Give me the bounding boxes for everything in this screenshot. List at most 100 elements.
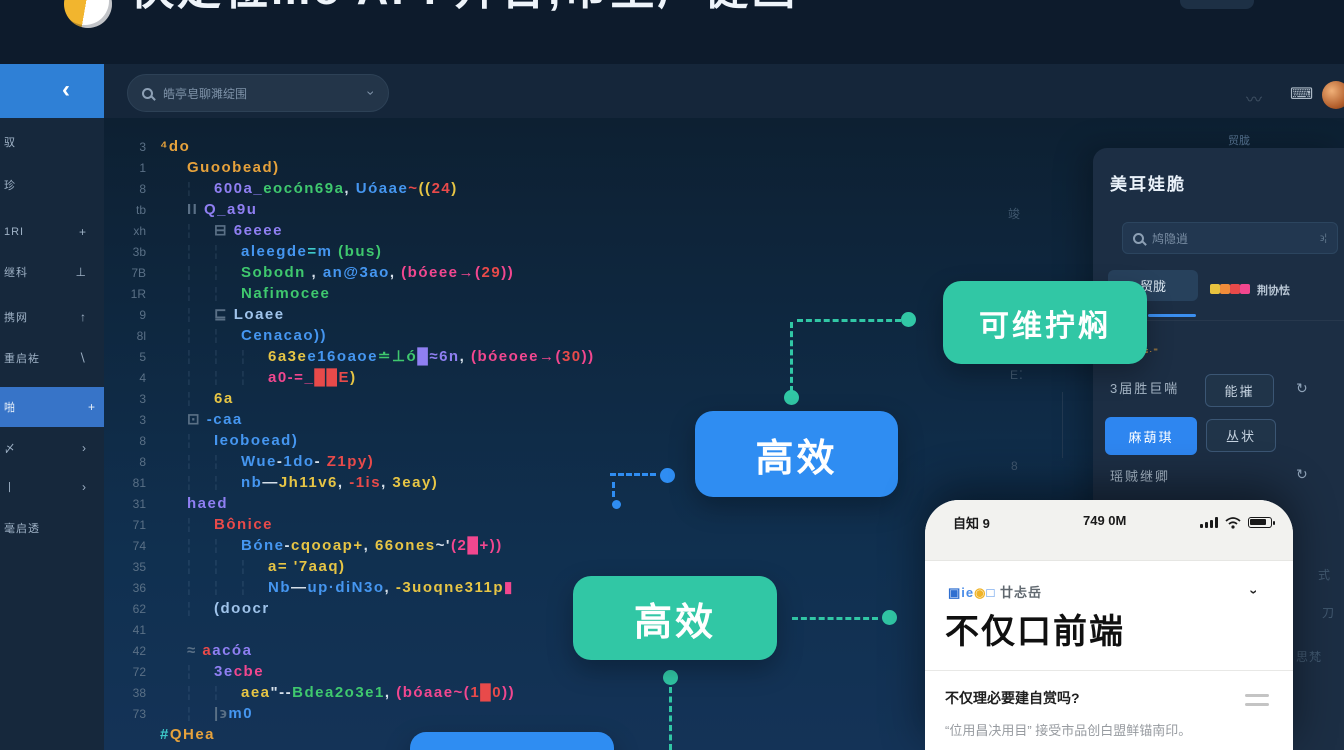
panel-title: 美耳娃脆	[1110, 175, 1186, 194]
row2-secondary-button[interactable]: 丛状	[1206, 419, 1276, 452]
sync-icon[interactable]: ↻	[1296, 466, 1308, 482]
connector-dot	[901, 312, 916, 327]
faint-glyph: 刀	[1322, 606, 1336, 620]
sidebar-item[interactable]: 丨›	[0, 467, 104, 507]
faint-glyph: 式	[1318, 568, 1332, 582]
chevron-left-icon: ‹	[62, 76, 70, 103]
row2-primary-button[interactable]: 麻葫琪	[1105, 417, 1197, 455]
callout-efficient-bottom: 高效	[573, 576, 777, 660]
keyboard-icon[interactable]: ⌨	[1290, 86, 1314, 103]
sidebar-item-icon: ⊥	[75, 265, 86, 279]
code-line: 9¦⊑ Loaee	[139, 306, 285, 323]
divider	[925, 670, 1293, 671]
connector-dash	[610, 473, 656, 476]
code-line: 36¦¦¦Nb—up·diN3o, -3uoqne311p▮	[132, 579, 514, 596]
code-line: 35¦¦¦a= '7aaq)	[132, 558, 346, 575]
signal-icon	[1200, 517, 1218, 528]
code-line: 8¦¦Wue-1do- Z1py)	[139, 453, 375, 470]
sidebar-item-label: 啪	[4, 402, 16, 414]
search-placeholder: 皓亭皂聊濉绽围	[163, 86, 248, 101]
sidebar-item[interactable]: 毫启透	[0, 508, 104, 548]
callout-partial	[410, 732, 614, 750]
user-avatar[interactable]	[1322, 81, 1344, 109]
code-line: 62¦(doocr	[132, 600, 270, 617]
tab-secondary[interactable]: 荆协怯	[1210, 281, 1290, 299]
faint-glyph: E⁚	[1010, 368, 1024, 382]
sidebar-item-icon: ∖	[78, 351, 86, 365]
status-left: 自知 9	[953, 516, 990, 531]
sidebar-item-label: 驭	[4, 137, 16, 149]
sidebar-item-label: 〆	[4, 443, 16, 455]
sidebar-item[interactable]: 继科 ⊥	[0, 252, 104, 292]
connector-dash	[612, 482, 615, 497]
code-line: xh¦⊟ 6eeee	[133, 222, 283, 239]
chevron-down-icon: ›	[363, 90, 380, 96]
sidebar-item[interactable]: 珍	[0, 165, 104, 205]
code-line: 73¦|϶m0	[132, 705, 254, 722]
panel-search-hint: ϶¦	[1319, 232, 1327, 244]
connector-dash	[797, 319, 901, 322]
sidebar-item[interactable]: 重启袏 ∖	[0, 338, 104, 378]
sidebar-item-label: 毫启透	[4, 523, 40, 535]
sync-icon[interactable]: ↻	[1296, 380, 1308, 396]
sidebar-item-label: 1RI	[4, 226, 25, 238]
global-search-input[interactable]: 皓亭皂聊濉绽围 ›	[127, 74, 389, 112]
code-line: 41	[132, 623, 146, 637]
phone-answer: “位用昌决用目” 接受市品创白盟鲜锚南印。	[945, 723, 1192, 738]
divider	[1062, 392, 1063, 458]
corner-label: 贸胧	[1228, 135, 1250, 147]
page-title: 快定位mo API 开台,市生产健画	[130, 0, 798, 14]
sidebar-item-icon: +	[87, 400, 95, 414]
sidebar-item-icon: +	[78, 225, 86, 239]
panel-search-placeholder: 鸠隐逍	[1152, 231, 1189, 246]
tiny-label: ≡·⁼	[1143, 346, 1159, 356]
callout-efficient-mid: 高效	[695, 411, 898, 497]
code-line: 1R¦¦Nafimocee	[130, 285, 331, 302]
code-line: 3b¦¦aleegde=m (bus)	[132, 243, 383, 260]
code-line: 3¦6a	[139, 390, 234, 407]
sidebar-collapse-button[interactable]: ‹	[0, 64, 104, 118]
sidebar-item[interactable]: 携网 ↑	[0, 297, 104, 337]
code-line: 3⊡ -caa	[139, 411, 243, 428]
row3-label: 瑶贼继卿	[1110, 469, 1171, 484]
code-line: 5¦¦¦6a3ee16oaoe≐⊥ó█≈6n, (bóeoee→(30))	[139, 348, 595, 365]
phone-question: 不仅理必要建自赏吗?	[945, 690, 1080, 706]
code-line: 8l¦¦Cenacao))	[136, 327, 328, 344]
sidebar-item[interactable]: 驭	[0, 122, 104, 162]
phone-headline: 不仅口前端	[945, 613, 1125, 651]
panel-search-input[interactable]: 鸠隐逍 ϶¦	[1122, 222, 1338, 254]
code-line: 74¦¦Bóne-cqooap+, 66ones~'(2█+))	[132, 537, 503, 554]
code-line: #QHea	[160, 726, 216, 743]
sidebar-item[interactable]: 1RI +	[0, 212, 104, 252]
sidebar-item[interactable]: 啪+	[0, 387, 113, 427]
wave-icon: 〰	[1246, 92, 1263, 109]
sidebar-item-icon: ›	[82, 441, 86, 455]
code-line: 42≈ aacóa	[132, 642, 253, 659]
row1-button[interactable]: 能摧	[1205, 374, 1274, 407]
tab-icons	[1210, 281, 1250, 299]
sidebar-item-icon: ↑	[80, 310, 86, 324]
tab-icon	[1230, 284, 1240, 294]
sidebar-item-label: 继科	[4, 267, 28, 279]
sidebar-item[interactable]: 〆›	[0, 428, 104, 468]
chevron-down-icon[interactable]: ›	[1246, 589, 1263, 595]
code-line: 7B¦¦Sobodn , an@3ao, (bóeee→(29))	[131, 264, 515, 281]
tab-icon	[1220, 284, 1230, 294]
connector-dot	[612, 500, 621, 509]
logo-tokens: ▣ie◉□ 廿忐岳	[948, 585, 1042, 600]
tab-icon	[1240, 284, 1250, 294]
tab-active-underline	[1148, 314, 1196, 317]
search-icon	[1133, 232, 1144, 244]
connector-dot	[784, 390, 799, 405]
wifi-icon	[1225, 516, 1241, 534]
sidebar-item-label: 重启袏	[4, 353, 40, 365]
search-icon	[142, 87, 153, 99]
tab-icon	[1210, 284, 1220, 294]
connector-dash	[669, 687, 672, 750]
hamburger-icon[interactable]	[1245, 694, 1269, 712]
sidebar-item-label: 携网	[4, 312, 28, 324]
